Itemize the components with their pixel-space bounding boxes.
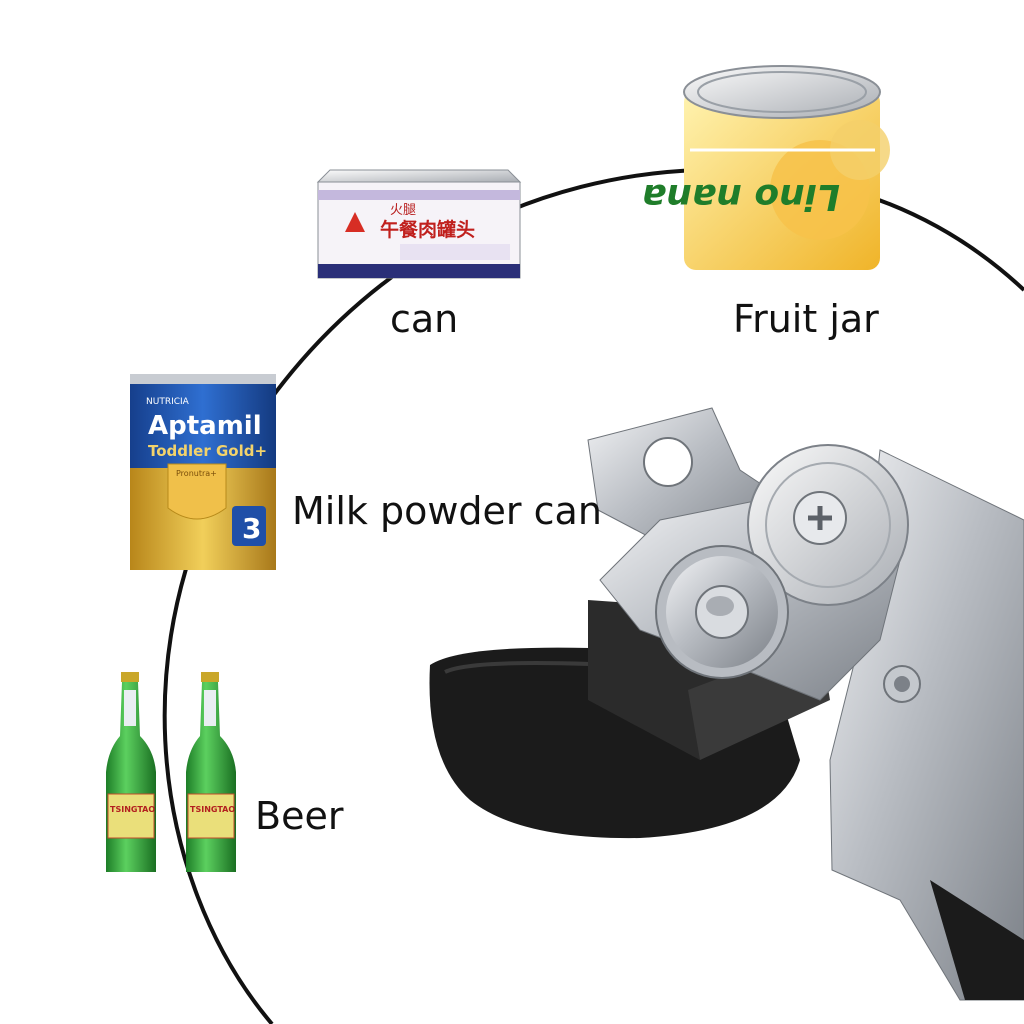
gear [655, 545, 789, 679]
label-fruit-jar: Fruit jar [733, 297, 879, 341]
label-beer: Beer [255, 794, 344, 838]
can-opener [429, 407, 1024, 1001]
beer-brand-left: TSINGTAO [110, 805, 155, 814]
milk-sub: Toddler Gold+ [148, 442, 267, 460]
beer-brand-right: TSINGTAO [190, 805, 235, 814]
meat-can: 火腿 午餐肉罐头 [316, 169, 522, 279]
beer-bottle-left: TSINGTAO [106, 672, 156, 872]
meat-can-brand: 火腿 [390, 203, 416, 218]
milk-badge: Pronutra+ [176, 469, 217, 478]
beer-bottle-right: TSINGTAO [186, 672, 236, 872]
fruit-jar-brand: Lino nana [642, 176, 840, 217]
meat-can-name: 午餐肉罐头 [380, 218, 475, 241]
milk-brand: NUTRICIA [146, 397, 190, 407]
label-can: can [390, 297, 459, 341]
milk-stage: 3 [242, 512, 261, 545]
fruit-jar: Lino nana [642, 65, 890, 270]
milk-name: Aptamil [148, 411, 262, 441]
milk-powder-can: NUTRICIA Aptamil Toddler Gold+ Pronutra+… [130, 374, 276, 570]
label-milk-powder-can: Milk powder can [292, 489, 602, 533]
